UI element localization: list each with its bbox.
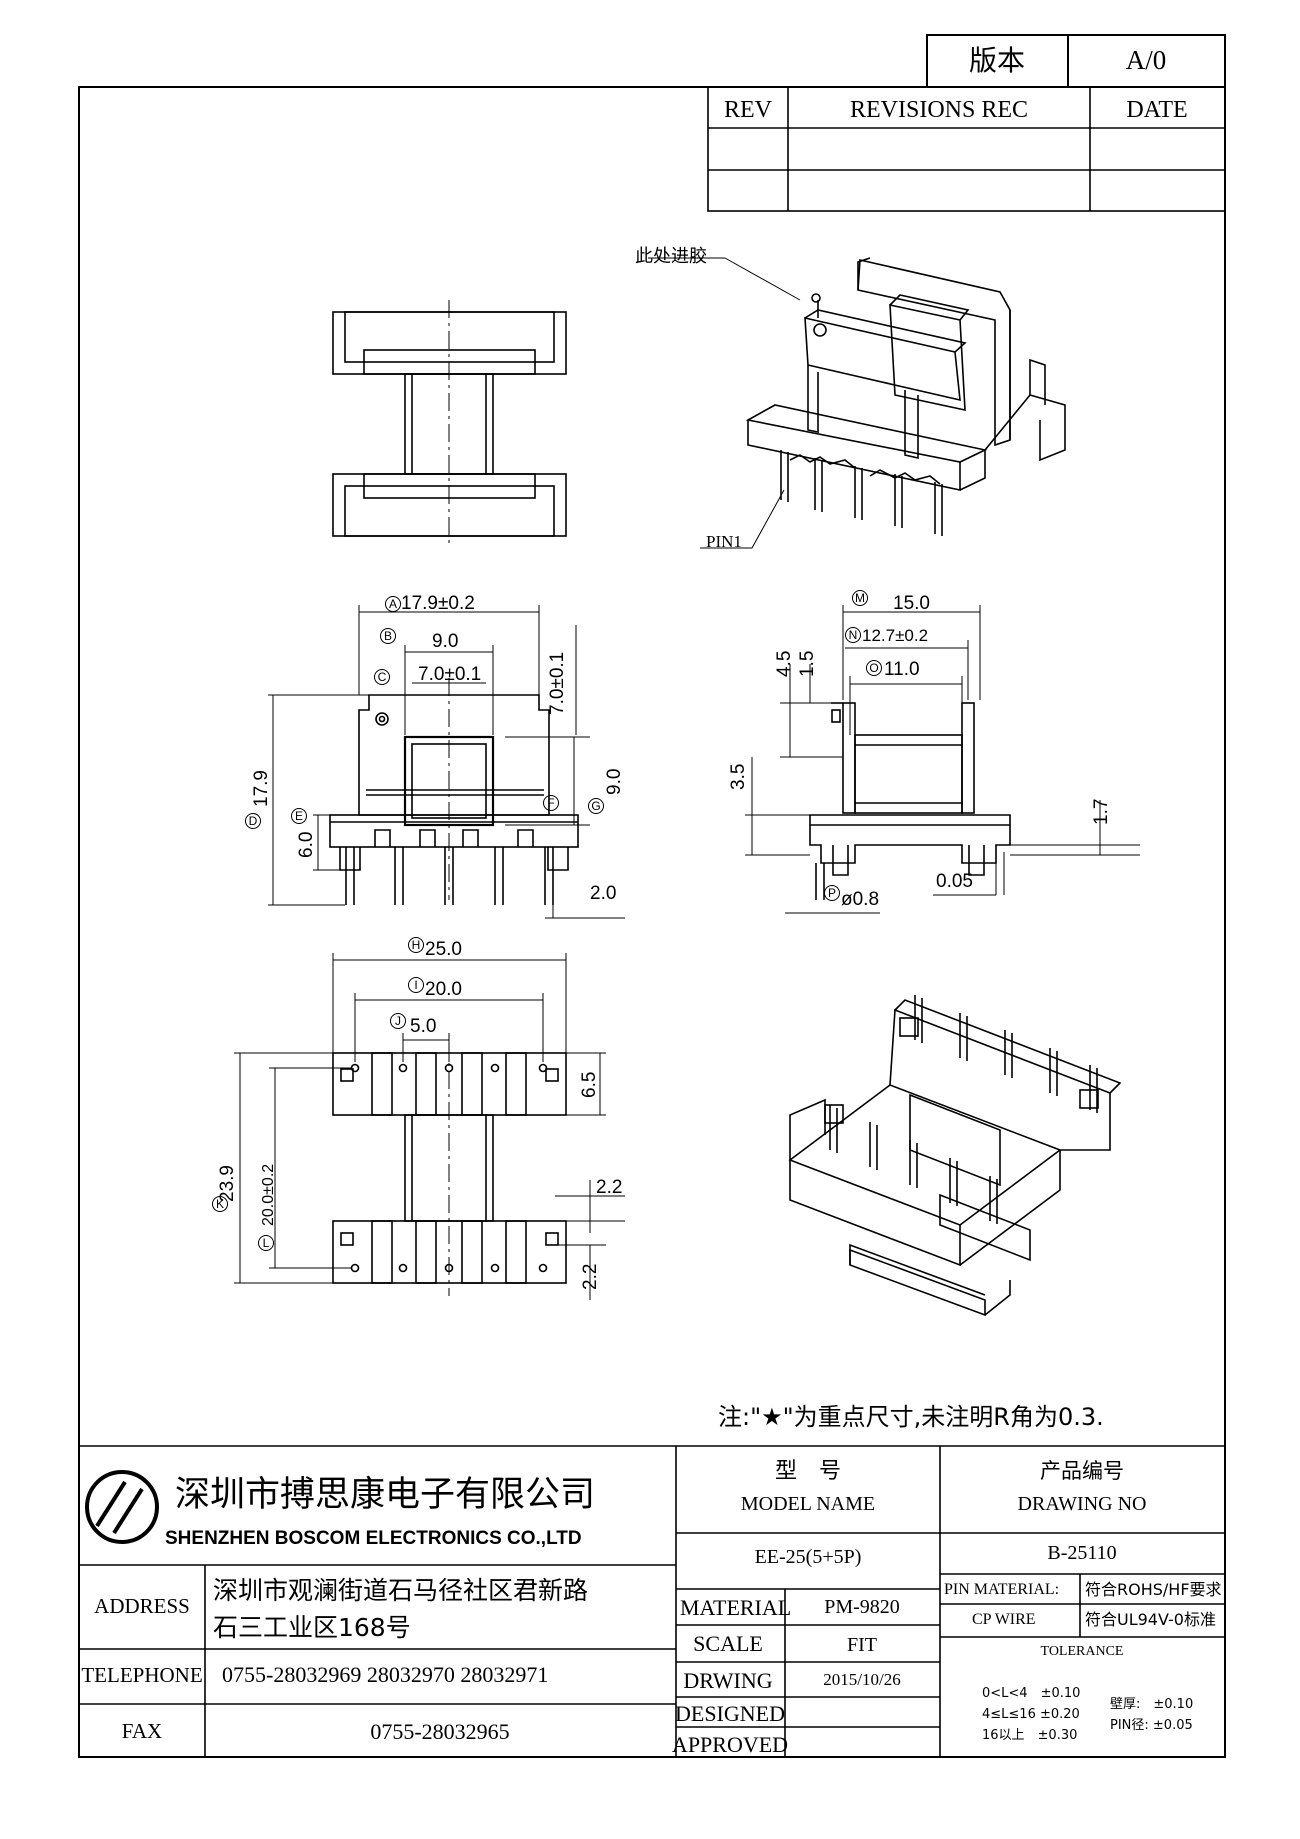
- dim-k-letter: K: [212, 1196, 228, 1212]
- tolerance-row-3: 16以上 ±0.30: [982, 1728, 1078, 1743]
- dim-1-5-value: 1.5: [797, 650, 818, 677]
- dim-g-value: 9.0: [604, 768, 625, 795]
- rev-header: REV: [724, 97, 772, 123]
- dim-g-letter: G: [588, 798, 604, 814]
- dim-gap-value: 0.05: [936, 871, 973, 892]
- designed-label: DESIGNED: [675, 1701, 785, 1726]
- material-label: MATERIAL: [680, 1595, 792, 1620]
- drawing-date-label: DRWING: [683, 1668, 773, 1693]
- dim-p-value: ø0.8: [841, 889, 880, 910]
- dim-4-5-value: 4.5: [774, 650, 795, 677]
- dim-b-value: 9.0: [432, 631, 459, 652]
- revisions-rec-header: REVISIONS REC: [849, 97, 1029, 123]
- dim-i-letter: I: [408, 977, 424, 993]
- bottom-view-dimensions: [234, 953, 625, 1300]
- drawing-no-value: B-25110: [1047, 1542, 1117, 1564]
- fax-label: FAX: [121, 1719, 163, 1743]
- dim-c-value: 7.0±0.1: [418, 664, 482, 685]
- sheet-border: [78, 86, 1226, 1758]
- iso-view-top: [648, 257, 1066, 549]
- version-label: 版本: [968, 44, 1026, 77]
- dim-a-letter: A: [385, 595, 401, 612]
- company-logo: [85, 1470, 159, 1544]
- drawing-note: 注:"★"为重点尺寸,未注明R角为0.3.: [718, 1403, 1104, 1431]
- dim-o-value: 11.0: [884, 659, 920, 680]
- glue-injection-callout: 此处进胶: [635, 246, 707, 267]
- dim-o-letter: O: [866, 660, 882, 676]
- material-value: PM-9820: [824, 1596, 900, 1618]
- dim-1-7-value: 1.7: [1091, 798, 1112, 825]
- revision-table: [707, 86, 1226, 212]
- dim-m-letter: M: [852, 590, 868, 606]
- address-label: ADDRESS: [94, 1594, 190, 1618]
- dim-6-5-value: 6.5: [579, 1071, 600, 1098]
- dim-l-value: 20.0±0.2: [260, 1163, 277, 1226]
- front-view-dimensions: [268, 605, 625, 919]
- company-name-en: SHENZHEN BOSCOM ELECTRONICS CO.,LTD: [165, 1528, 582, 1549]
- approved-label: APPROVED: [671, 1732, 789, 1757]
- drawing-no-label-cn: 产品编号: [1040, 1459, 1124, 1483]
- scale-value: FIT: [847, 1634, 877, 1656]
- drawing-no-label-en: DRAWING NO: [1017, 1493, 1147, 1515]
- bottom-view: [332, 1040, 567, 1296]
- dim-e-letter: E: [291, 808, 307, 824]
- side-view-dimensions: [745, 605, 1140, 914]
- dim-j-letter: J: [390, 1013, 406, 1029]
- pin-material-label: PIN MATERIAL:: [944, 1581, 1060, 1598]
- address-line2: 石三工业区168号: [213, 1613, 411, 1642]
- dim-j-value: 5.0: [410, 1016, 437, 1037]
- fax-value: 0755-28032965: [370, 1719, 510, 1744]
- dim-b-letter: B: [380, 628, 396, 644]
- title-block-grid: [79, 1445, 1225, 1757]
- dim-n-letter: N: [845, 627, 861, 643]
- tolerance-label: TOLERANCE: [1040, 1644, 1124, 1659]
- dim-m-value: 15.0: [893, 593, 930, 614]
- dim-d-value: 17.9: [251, 770, 272, 807]
- dim-c-side-value: 7.0±0.1: [547, 651, 568, 715]
- side-view: [809, 702, 1011, 900]
- scale-label: SCALE: [693, 1631, 763, 1656]
- tolerance-pin: PIN径: ±0.05: [1110, 1718, 1193, 1733]
- pin1-callout: PIN1: [706, 532, 742, 551]
- tolerance-row-2: 4≤L≤16 ±0.20: [982, 1707, 1080, 1722]
- dim-n-value: 12.7±0.2: [862, 626, 929, 645]
- dim-p-letter: P: [824, 885, 840, 901]
- dim-f-letter: F: [543, 795, 559, 811]
- date-header: DATE: [1126, 97, 1188, 123]
- model-label-en: MODEL NAME: [740, 1493, 876, 1515]
- dim-i-value: 20.0: [425, 979, 462, 1000]
- iso-view-bottom: [788, 995, 1122, 1317]
- dim-l-letter: L: [258, 1235, 274, 1251]
- drawing-date-value: 2015/10/26: [823, 1670, 901, 1689]
- dim-2-2a-value: 2.2: [596, 1177, 623, 1198]
- top-view: [332, 300, 567, 548]
- dim-d-letter: D: [245, 813, 261, 829]
- model-label-cn: 型 号: [774, 1459, 842, 1484]
- dim-f-value: 2.0: [590, 883, 617, 904]
- cp-wire-label: CP WIRE: [972, 1611, 1036, 1628]
- tolerance-row-1: 0<L<4 ±0.10: [982, 1686, 1081, 1701]
- dim-h-value: 25.0: [425, 939, 462, 960]
- telephone-label: TELEPHONE: [81, 1663, 203, 1687]
- address-line1: 深圳市观澜街道石马径社区君新路: [213, 1576, 589, 1605]
- tolerance-wall: 壁厚: ±0.10: [1110, 1697, 1194, 1712]
- cp-wire-value: 符合UL94V-0标准: [1085, 1610, 1216, 1629]
- dim-2-2b-value: 2.2: [580, 1263, 601, 1290]
- model-value: EE-25(5+5P): [754, 1546, 862, 1568]
- dim-3-5-value: 3.5: [728, 763, 749, 790]
- dim-c-letter: C: [374, 669, 390, 685]
- dim-e-value: 6.0: [296, 831, 317, 858]
- telephone-value: 0755-28032969 28032970 28032971: [222, 1662, 549, 1687]
- pin-material-value: 符合ROHS/HF要求: [1085, 1580, 1222, 1599]
- company-name-cn: 深圳市搏思康电子有限公司: [175, 1475, 596, 1515]
- dim-h-letter: H: [408, 937, 424, 953]
- dim-a-value: 17.9±0.2: [401, 593, 475, 614]
- version-value: A/0: [1125, 45, 1167, 75]
- front-view: [329, 678, 579, 905]
